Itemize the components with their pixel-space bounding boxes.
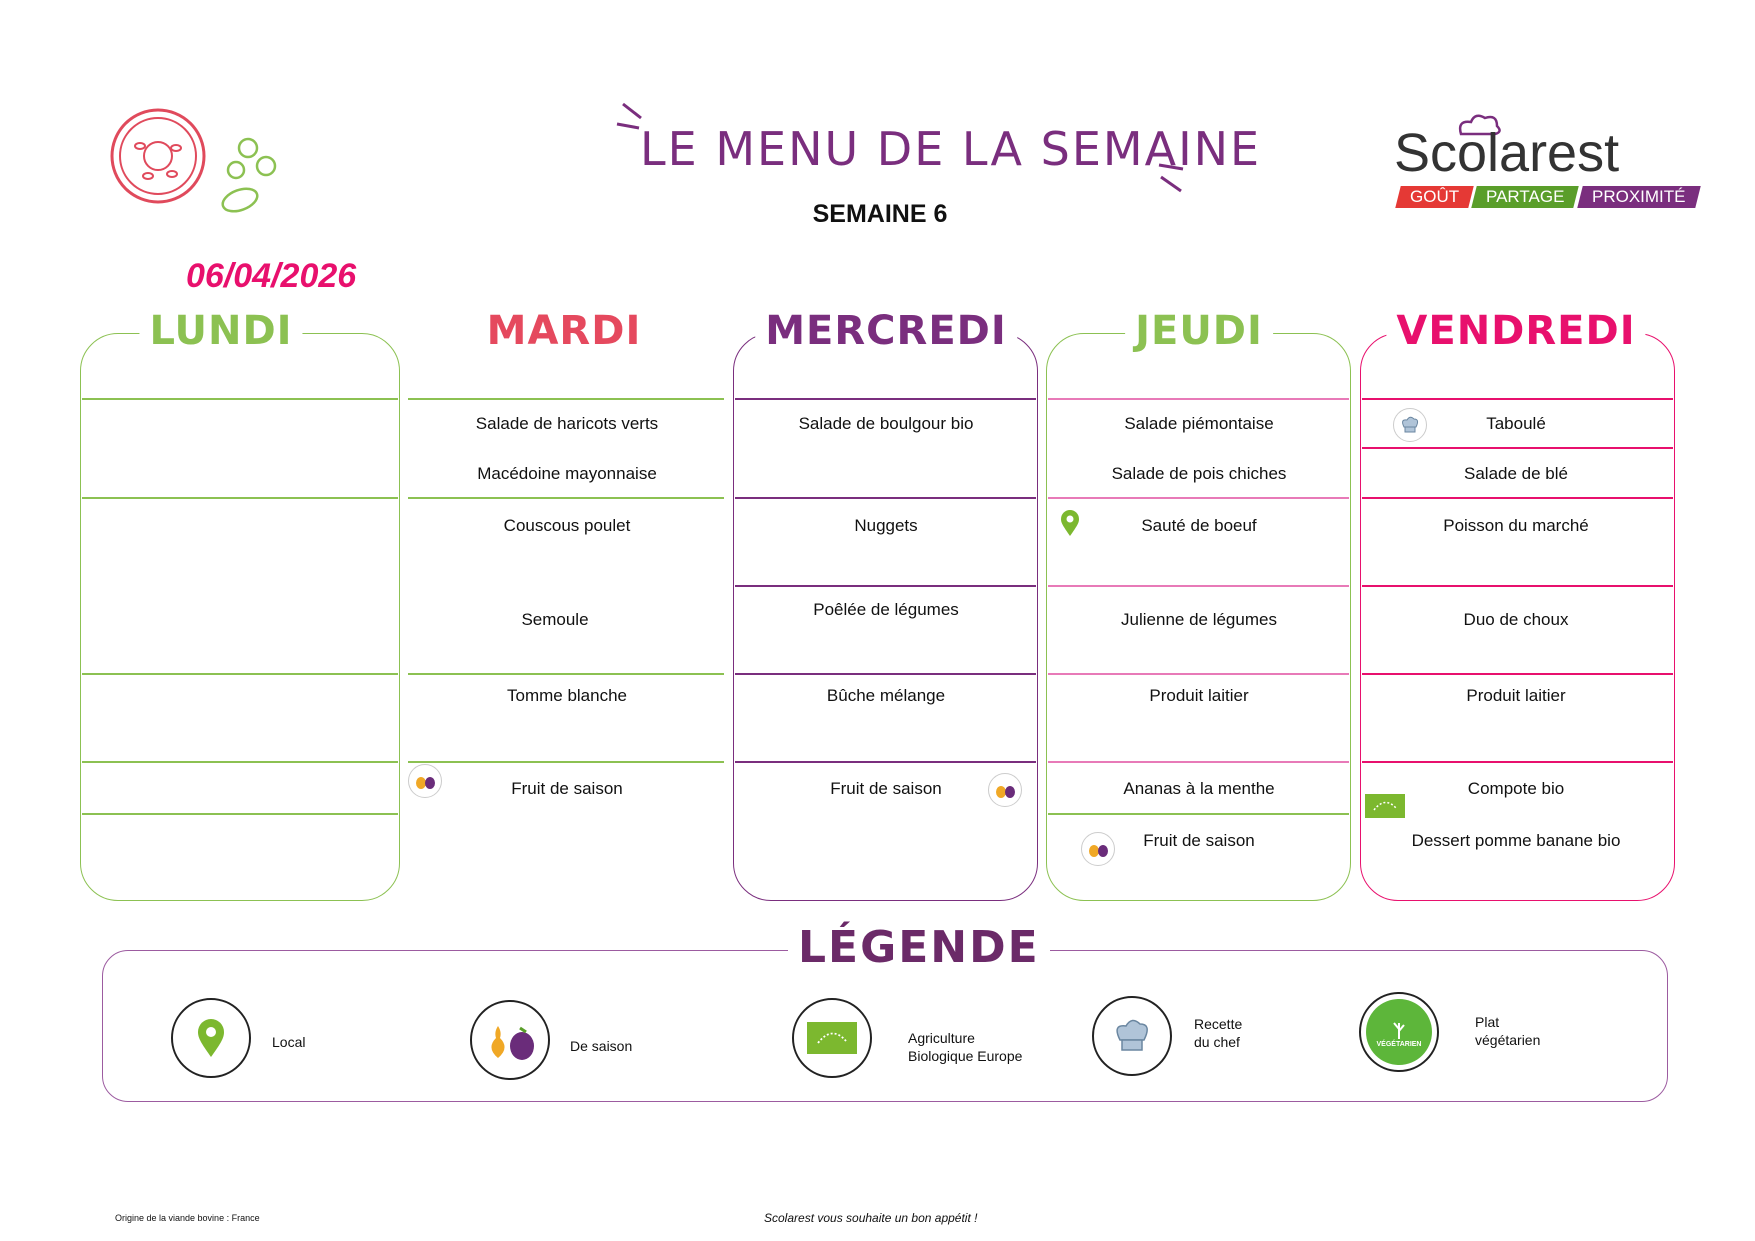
day-label-mardi: MARDI — [476, 308, 652, 354]
divider — [82, 398, 398, 400]
chef-hat-icon — [1092, 996, 1172, 1076]
legend-title: LÉGENDE — [788, 922, 1050, 973]
day-label-jeudi: JEUDI — [1125, 308, 1273, 354]
chef-hat-logo-icon — [1455, 112, 1505, 145]
seasonal-fruit-icon — [988, 773, 1022, 807]
brand-logo: Scolarest — [1394, 123, 1620, 183]
menu-item: Salade de blé — [1464, 464, 1568, 483]
seasonal-fruit-icon — [470, 1000, 550, 1080]
divider — [82, 497, 398, 499]
menu-item: Produit laitier — [1466, 686, 1566, 705]
divider — [1048, 761, 1349, 763]
menu-item: Nuggets — [854, 516, 918, 535]
organic-eu-leaf-icon — [792, 998, 872, 1078]
legend-text-organic: Agriculture Biologique Europe — [908, 1030, 1023, 1064]
tag-partage: PARTAGE — [1471, 186, 1580, 208]
divider — [1048, 585, 1349, 587]
footer-message: Scolarest vous souhaite un bon appétit ! — [764, 1211, 978, 1225]
menu-item: Salade de pois chiches — [1111, 464, 1287, 483]
menu-item: Salade de haricots verts — [475, 414, 659, 433]
legend-text-vegetarian: Plat végétarien — [1475, 1014, 1541, 1048]
menu-item: Ananas à la menthe — [1123, 779, 1275, 798]
divider — [1362, 398, 1673, 400]
menu-item: Julienne de légumes — [1121, 610, 1277, 629]
menu-item: Tomme blanche — [506, 686, 628, 705]
menu-item: Bûche mélange — [826, 686, 946, 705]
divider — [1048, 398, 1349, 400]
divider — [82, 761, 398, 763]
meat-origin-note: Origine de la viande bovine : France — [115, 1213, 260, 1223]
divider — [408, 761, 724, 763]
tomato-illustration — [108, 108, 283, 223]
page-title: LE MENU DE LA SEMAINE — [640, 122, 1262, 176]
day-card-lundi — [80, 333, 400, 901]
divider — [408, 497, 724, 499]
divider — [735, 673, 1036, 675]
legend-text-local: Local — [272, 1034, 306, 1050]
menu-item: Couscous poulet — [503, 516, 631, 535]
location-pin-icon — [171, 998, 251, 1078]
menu-item: Poêlée de légumes — [813, 600, 959, 619]
divider — [735, 497, 1036, 499]
divider — [1048, 673, 1349, 675]
divider — [1362, 761, 1673, 763]
tag-proximite: PROXIMITÉ — [1576, 186, 1700, 208]
brand-tagline: GOÛT PARTAGE PROXIMITÉ — [1395, 186, 1700, 208]
tag-gout: GOÛT — [1395, 186, 1474, 208]
vegetarian-badge-label: VÉGÉTARIEN — [1376, 1040, 1422, 1048]
title-sparkles-right — [1155, 155, 1195, 200]
menu-item: Fruit de saison — [1143, 831, 1255, 850]
divider — [1362, 497, 1673, 499]
divider — [735, 585, 1036, 587]
day-label-lundi: LUNDI — [139, 308, 303, 354]
divider — [408, 673, 724, 675]
menu-item: Sauté de boeuf — [1141, 516, 1257, 535]
divider — [735, 761, 1036, 763]
divider — [1362, 673, 1673, 675]
menu-item: Poisson du marché — [1443, 516, 1589, 535]
divider — [82, 673, 398, 675]
legend-text-chef: Recette du chef — [1194, 1016, 1243, 1050]
menu-item: Compote bio — [1467, 779, 1565, 798]
divider — [735, 398, 1036, 400]
vegetarian-icon: VÉGÉTARIEN — [1359, 992, 1439, 1072]
menu-item: Fruit de saison — [511, 779, 623, 798]
day-label-vendredi: VENDREDI — [1386, 308, 1646, 354]
menu-item: Fruit de saison — [830, 779, 942, 798]
divider — [1362, 447, 1673, 449]
chef-hat-icon — [1393, 408, 1427, 442]
divider — [1048, 497, 1349, 499]
menu-date: 06/04/2026 — [186, 257, 357, 295]
menu-item: Macédoine mayonnaise — [477, 464, 657, 483]
week-label: SEMAINE 6 — [812, 200, 948, 228]
menu-item: Salade piémontaise — [1124, 414, 1274, 433]
menu-item: Taboulé — [1486, 414, 1546, 433]
menu-item: Dessert pomme banane bio — [1411, 831, 1621, 850]
seasonal-fruit-icon — [408, 764, 442, 798]
divider — [408, 398, 724, 400]
organic-eu-leaf-icon — [1365, 794, 1405, 818]
menu-item: Salade de boulgour bio — [798, 414, 974, 433]
divider — [1362, 585, 1673, 587]
menu-item: Produit laitier — [1149, 686, 1249, 705]
seasonal-fruit-icon — [1081, 832, 1115, 866]
divider — [1048, 813, 1349, 815]
menu-item: Duo de choux — [1463, 610, 1569, 629]
day-label-mercredi: MERCREDI — [755, 308, 1017, 354]
title-sparkles-left — [615, 100, 655, 145]
legend-text-season: De saison — [570, 1038, 633, 1054]
divider — [82, 813, 398, 815]
location-pin-icon — [1059, 509, 1081, 542]
menu-item: Semoule — [521, 610, 589, 629]
